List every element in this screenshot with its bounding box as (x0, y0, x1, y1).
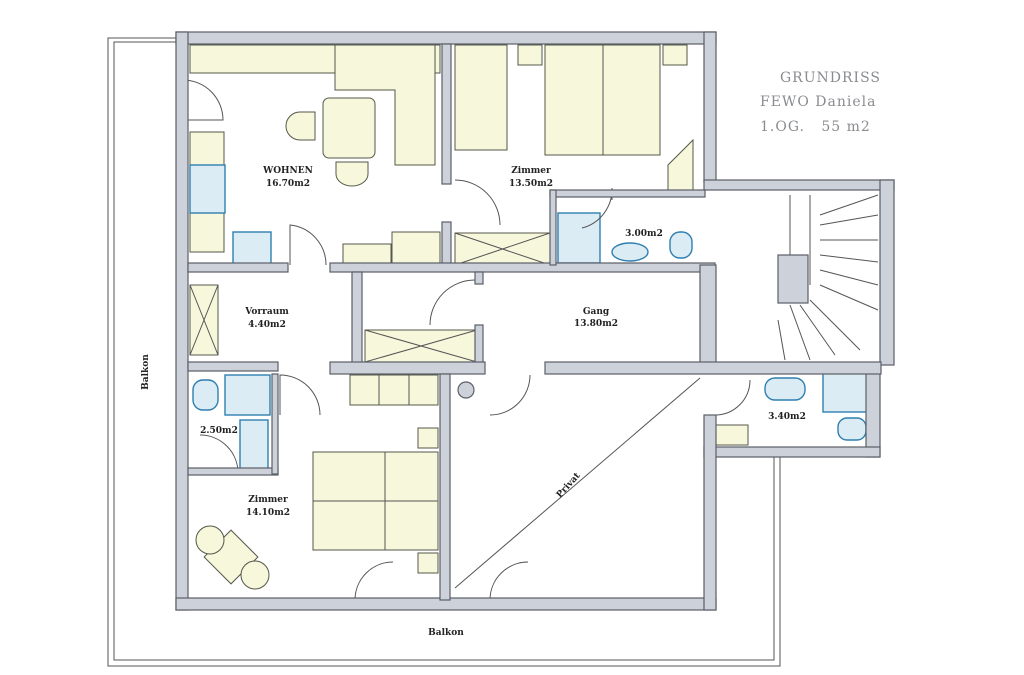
room-area-bad-1: 3.00m2 (625, 229, 663, 239)
room-name-gang: Gang (583, 307, 610, 317)
room-name-privat: Privat (555, 470, 583, 500)
balcony-outline (107, 37, 781, 667)
furniture (189, 44, 874, 590)
room-area-wohnen: 16.70m2 (266, 179, 310, 189)
room-name-zimmer-2: Zimmer (248, 495, 288, 505)
room-name-vorraum: Vorraum (244, 307, 289, 317)
title-line-1: GRUNDRISS (780, 70, 881, 86)
title-line-2: FEWO Daniela (760, 94, 876, 110)
staircase (777, 194, 879, 361)
room-area-zimmer-1: 13.50m2 (509, 179, 553, 189)
room-name-wohnen: WOHNEN (262, 166, 313, 176)
room-area-bad-3: 3.40m2 (768, 412, 806, 422)
room-area-zimmer-2: 14.10m2 (246, 508, 290, 518)
room-name-zimmer-1: Zimmer (511, 166, 551, 176)
privat-diagonal (454, 377, 701, 589)
room-area-vorraum: 4.40m2 (248, 320, 286, 330)
room-area-bad-2: 2.50m2 (200, 426, 238, 436)
room-area-gang: 13.80m2 (574, 319, 618, 329)
balkon-label-bottom: Balkon (428, 628, 464, 638)
balkon-label-left: Balkon (141, 354, 151, 390)
door-swings (182, 79, 751, 601)
title-line-3: 1.OG. 55 m2 (760, 119, 871, 135)
walls (175, 31, 895, 611)
